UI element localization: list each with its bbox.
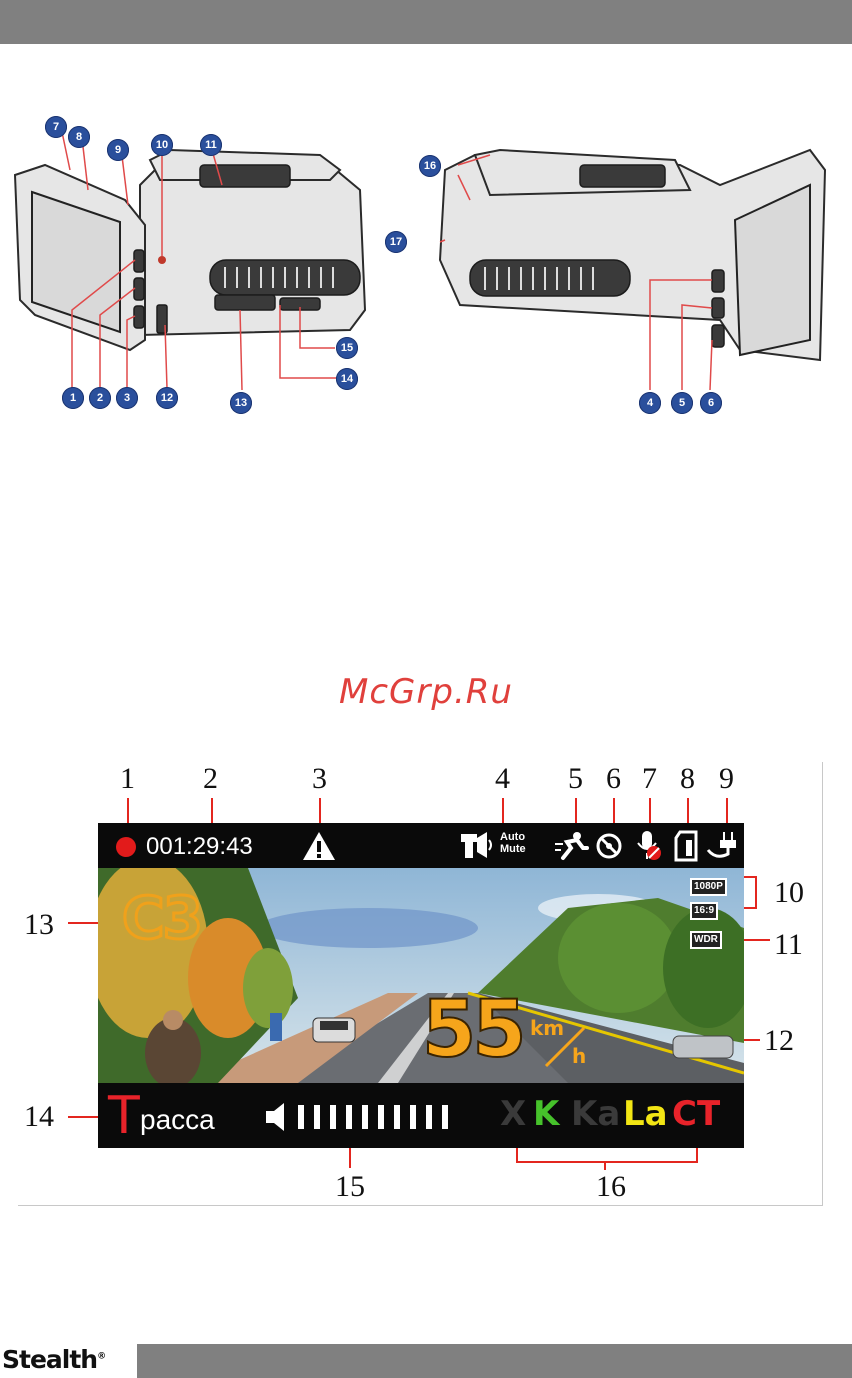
device-led <box>158 256 166 264</box>
badge-8: 8 <box>68 126 90 148</box>
badge-15: 15 <box>336 337 358 359</box>
badge-3: 3 <box>116 387 138 409</box>
sd-card-icon <box>674 830 700 862</box>
footer-band <box>137 1344 852 1378</box>
device-slot <box>215 295 275 310</box>
device-button-2 <box>134 278 144 300</box>
device-button-3 <box>134 306 144 328</box>
band-la: La <box>623 1094 668 1134</box>
badge-5: 5 <box>671 392 693 414</box>
badge-2: 2 <box>89 387 111 409</box>
band-ka: Ka <box>571 1094 620 1134</box>
device-button-4 <box>712 270 724 292</box>
warning-icon <box>302 830 336 862</box>
badge-4: 4 <box>639 392 661 414</box>
resolution-badge: 1080P <box>690 878 727 896</box>
auto-text: Auto <box>500 831 526 843</box>
logo-text: Stealth <box>2 1345 97 1374</box>
gps-satellite-icon <box>594 831 624 861</box>
mic-off-icon <box>634 829 664 863</box>
watermark-text: McGrp.Ru <box>0 672 852 712</box>
auto-mute-speaker-icon <box>459 830 495 860</box>
badge-11: 11 <box>200 134 222 156</box>
badge-9: 9 <box>107 139 129 161</box>
header-band <box>0 0 852 44</box>
device-button-6 <box>712 325 724 347</box>
power-plug-icon <box>704 830 740 862</box>
auto-mute-label: Auto Mute <box>500 831 526 855</box>
wdr-badge: WDR <box>690 931 722 949</box>
device-right-illustration <box>400 130 840 430</box>
badge-17: 17 <box>385 231 407 253</box>
aspect-ratio-badge: 16:9 <box>690 902 718 920</box>
device-vent-right <box>470 260 630 296</box>
device-button-1 <box>134 250 144 272</box>
speed-value: 55 <box>422 985 523 1075</box>
band-ct: CT <box>672 1094 720 1134</box>
band-k: K <box>533 1094 559 1134</box>
device-button-5 <box>712 298 724 318</box>
badge-7: 7 <box>45 116 67 138</box>
band-x: X <box>500 1094 526 1134</box>
mode-letter: T <box>108 1088 140 1144</box>
mute-text: Mute <box>500 843 526 855</box>
device-left-illustration <box>10 110 380 430</box>
device-top-mount <box>200 165 290 187</box>
volume-level-icon <box>264 1101 454 1133</box>
badge-13: 13 <box>230 392 252 414</box>
device-top-mount-right <box>580 165 665 187</box>
camera-code: C3 <box>122 884 201 952</box>
badge-6: 6 <box>700 392 722 414</box>
badge-16: 16 <box>419 155 441 177</box>
record-indicator-icon <box>116 837 136 857</box>
brand-logo: Stealth® <box>2 1345 105 1374</box>
logo-mark: ® <box>97 1352 105 1362</box>
speed-unit-bottom: h <box>572 1044 586 1068</box>
badge-14: 14 <box>336 368 358 390</box>
badge-10: 10 <box>151 134 173 156</box>
mode-label: расса <box>140 1104 215 1136</box>
badge-1: 1 <box>62 387 84 409</box>
badge-12: 12 <box>156 387 178 409</box>
speed-mode-runner-icon <box>553 830 589 862</box>
recording-timer: 001:29:43 <box>146 833 253 861</box>
